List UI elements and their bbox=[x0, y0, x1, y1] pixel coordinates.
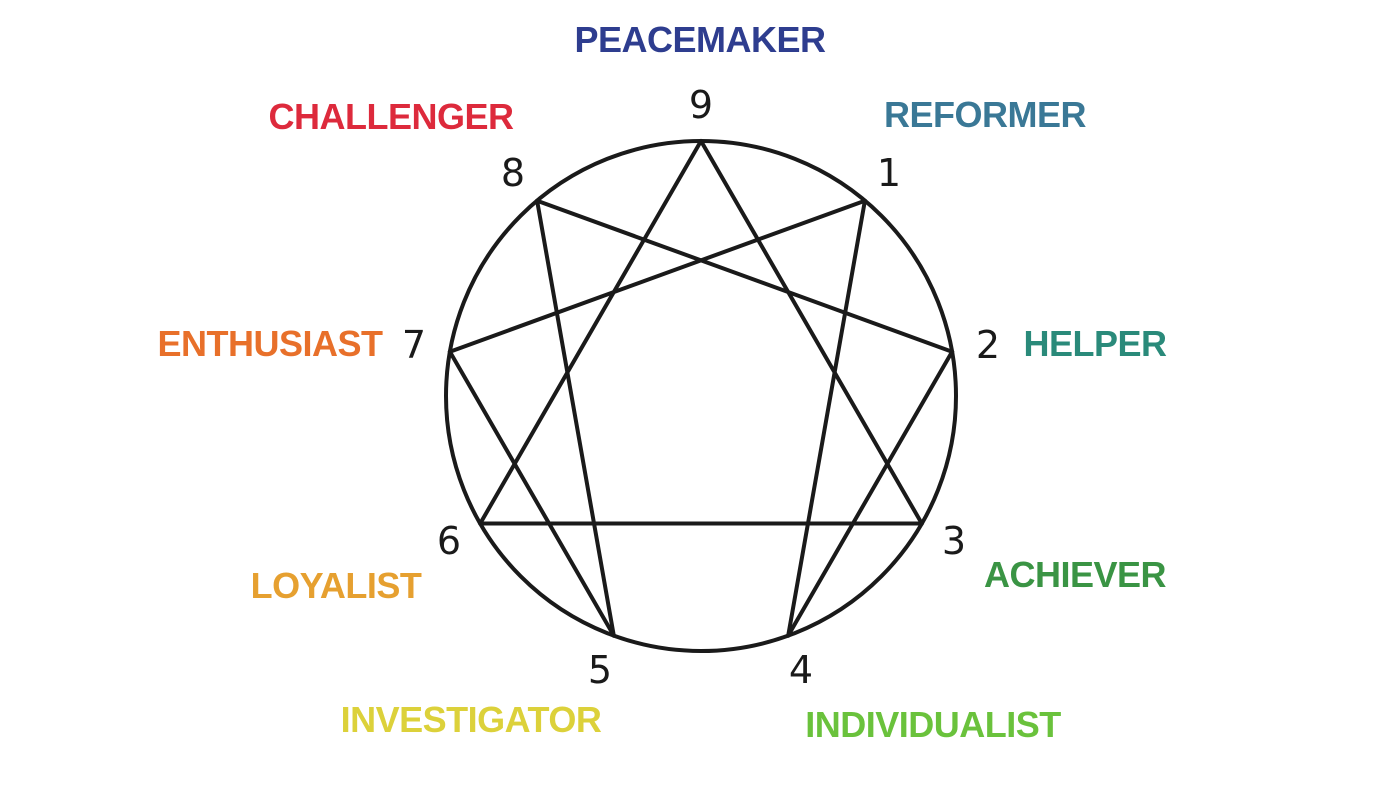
point-number-2: 2 bbox=[976, 323, 1000, 367]
type-label-enthusiast: ENTHUSIAST bbox=[157, 323, 383, 364]
point-number-5: 5 bbox=[588, 648, 612, 692]
point-number-4: 4 bbox=[789, 648, 813, 692]
point-number-9: 9 bbox=[689, 83, 713, 127]
hexad-line-4-2 bbox=[786, 349, 955, 638]
type-label-investigator: INVESTIGATOR bbox=[341, 699, 602, 740]
triangle-line-9-3 bbox=[699, 139, 924, 526]
type-label-reformer: REFORMER bbox=[884, 94, 1087, 135]
type-label-peacemaker: PEACEMAKER bbox=[574, 19, 826, 60]
type-label-achiever: ACHIEVER bbox=[984, 554, 1167, 595]
type-label-loyalist: LOYALIST bbox=[251, 565, 422, 606]
type-label-individualist: INDIVIDUALIST bbox=[805, 704, 1061, 745]
hexad-line-5-7 bbox=[447, 349, 616, 638]
point-number-7: 7 bbox=[402, 323, 426, 367]
point-number-8: 8 bbox=[501, 151, 525, 195]
hexad-line-8-5 bbox=[535, 198, 616, 638]
type-label-helper: HELPER bbox=[1023, 323, 1167, 364]
type-label-challenger: CHALLENGER bbox=[269, 96, 514, 137]
hexad-line-1-4 bbox=[786, 198, 867, 638]
enneagram-circle bbox=[444, 139, 958, 653]
hexad-line-7-1 bbox=[447, 198, 867, 354]
point-number-6: 6 bbox=[437, 519, 461, 563]
point-number-3: 3 bbox=[942, 519, 966, 563]
point-number-1: 1 bbox=[877, 151, 901, 195]
hexad-line-2-8 bbox=[535, 198, 955, 354]
triangle-line-6-9 bbox=[478, 139, 703, 526]
connection-lines bbox=[447, 139, 955, 638]
